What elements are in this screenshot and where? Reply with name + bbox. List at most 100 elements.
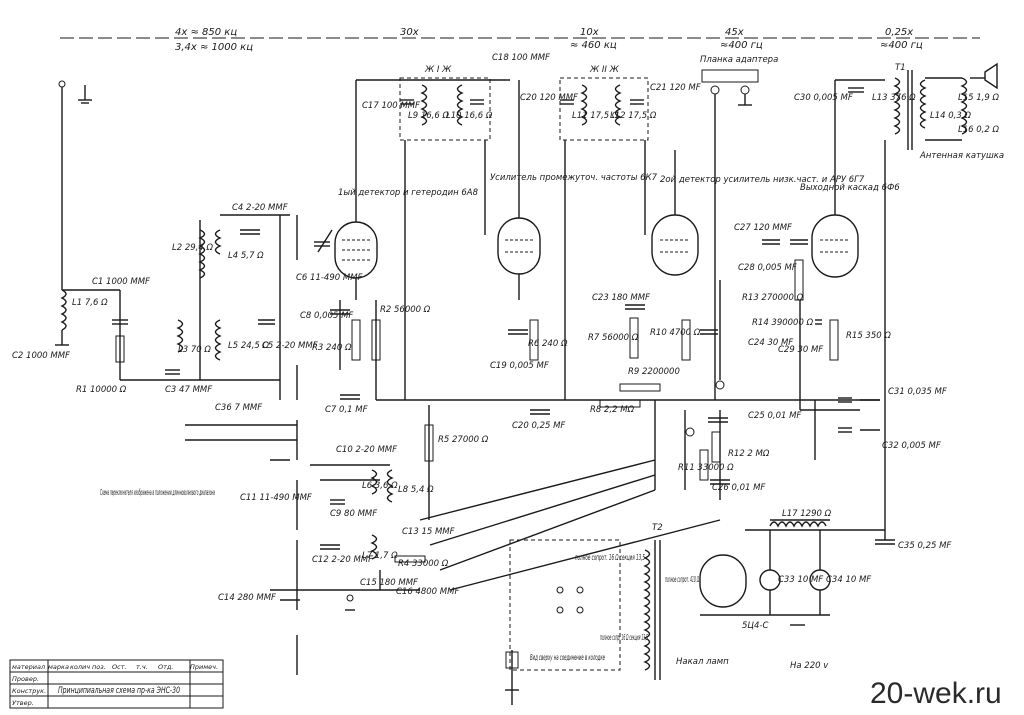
title-block-row-2: Утвер. (12, 699, 34, 707)
stage-if-label: 10x (580, 27, 599, 38)
tone-caps (814, 397, 880, 460)
tube-6f6-icon (811, 214, 859, 278)
resistor-r10-icon (681, 319, 691, 361)
title-block-col-2: колич (70, 663, 90, 671)
tube-6f6 (762, 80, 860, 411)
part-label-c29: C29 30 MF (778, 345, 823, 355)
part-label-c21: C21 120 MF (650, 83, 701, 93)
part-label-c34: C34 10 MF (826, 575, 871, 585)
tube-6a8-label: 1ый детектор и гетеродин 6А8 (338, 188, 479, 198)
part-label-r1: R1 10000 Ω (76, 385, 127, 395)
part-label-c8: C8 0,005 MF (300, 311, 353, 321)
resistor-r1-icon (115, 335, 125, 363)
part-label-c31: C31 0,035 MF (888, 387, 947, 397)
part-label-c18: C18 100 MMF (492, 53, 550, 63)
part-label-l12: L12 17,5 Ω (610, 111, 657, 121)
transformer-section-3: полное сопр. 16 Ω секция 13,5 (600, 633, 648, 642)
part-label-r11: R11 33000 Ω (678, 463, 734, 473)
part-label-r9: R9 2200000 (628, 367, 680, 377)
part-label-l15: L15 1,9 Ω (958, 93, 999, 103)
tube-6a8 (314, 79, 510, 400)
part-label-r2: R2 56000 Ω (380, 305, 431, 315)
switch-note: Схема переключателя изображена в положен… (100, 488, 215, 497)
transformer-section-2: полное сопрот. 410 Ω (665, 575, 699, 584)
part-label-cp0: C20 0,25 MF (512, 421, 565, 431)
stage-header: 4x ≈ 850 кц 3,4x ≈ 1000 кц 30x 10x ≈ 460… (60, 27, 980, 53)
title-block-row-0: Провер. (12, 675, 39, 683)
coil-l1-icon (60, 289, 67, 331)
coil-l6-icon (370, 469, 378, 495)
part-label-c5: C5 2-20 MMF (262, 341, 318, 351)
part-label-r3: R3 240 Ω (312, 343, 352, 353)
part-label-c2: C2 1000 MMF (12, 351, 70, 361)
coil-l10-icon (456, 84, 464, 126)
part-label-l2: L2 29,4 Ω (172, 243, 213, 253)
coil-l12-icon (614, 84, 622, 126)
variable-capacitor-c6-icon (317, 229, 333, 253)
coil-l11-icon (580, 84, 588, 126)
part-label-c28: C28 0,005 MF (738, 263, 797, 273)
drawing-title: Принципиальная схема пр-ка ЭНС-30 (58, 686, 180, 696)
part-label-c20: C20 120 MMF (520, 93, 578, 103)
ifc1-label: Ж I Ж (424, 65, 452, 75)
part-label-c27: C27 120 MMF (734, 223, 792, 233)
part-label-r6: R6 240 Ω (528, 339, 568, 349)
part-label-c24: C24 30 MF (748, 338, 793, 348)
part-label-c17: C17 100 MMF (362, 101, 420, 111)
stage-det2b-label: ≈400 гц (720, 40, 763, 51)
part-label-r12: R12 2 MΩ (728, 449, 770, 459)
part-label-l9: L9 16,6 Ω (408, 111, 449, 121)
part-label-c10: C10 2-20 MMF (336, 445, 397, 455)
stage-det-label: 30x (400, 27, 419, 38)
transformer-t1-label: T1 (895, 63, 906, 73)
tube-6k7 (497, 80, 550, 415)
part-label-c14: C14 280 MMF (218, 593, 276, 603)
tube-6f6-label: Выходной каскад 6Ф6 (800, 183, 900, 193)
part-label-c32: C32 0,005 MF (882, 441, 941, 451)
antenna-coil-label: Антенная катушка (919, 151, 1004, 161)
resistor-r3-icon (351, 319, 361, 361)
ifc2-label: Ж II Ж (589, 65, 620, 75)
part-label-l1: L1 7,6 Ω (72, 298, 108, 308)
site-watermark: 20-wek.ru (870, 677, 1002, 710)
coil-l7-icon (370, 534, 378, 560)
part-label-c9: C9 80 MMF (330, 509, 377, 519)
part-label-c1: C1 1000 MMF (92, 277, 150, 287)
resistor-r15-icon (829, 319, 839, 361)
lamp-note: Накал ламп (676, 657, 729, 667)
tube-6g7 (599, 150, 725, 408)
part-label-l7: L7 1,7 Ω (362, 551, 398, 561)
tube-6k7-icon (497, 217, 541, 275)
tube-6a8-icon (334, 221, 378, 279)
oscillator-section (270, 405, 434, 611)
if-transformer-2 (559, 77, 649, 400)
part-label-l11: L11 17,5 Ω (572, 111, 619, 121)
plank-label: Планка адаптера (700, 55, 778, 65)
part-label-r10: R10 4700 Ω (650, 328, 701, 338)
transformer-t2-label: T2 (652, 523, 663, 533)
resistor-r4-icon (394, 555, 426, 563)
coil-l13-icon (893, 77, 901, 135)
network-note: На 220 v (790, 661, 829, 671)
part-label-c12: C12 2-20 MMF (312, 555, 373, 565)
title-block-row-1: Конструк. (12, 687, 46, 695)
stage-rf-label: 4x ≈ 850 кц (175, 27, 237, 38)
part-label-l10: L10 16,6 Ω (446, 111, 493, 121)
antenna-terminal (58, 80, 66, 88)
coil-l5-icon (214, 319, 222, 361)
resistor-r9-icon (619, 383, 661, 392)
part-label-c4: C4 2-20 MMF (232, 203, 288, 213)
part-label-l5: L5 24,5 Ω (228, 341, 269, 351)
coil-l15-icon (960, 77, 968, 135)
part-label-l16: L16 0,2 Ω (958, 125, 999, 135)
part-label-l4: L4 5,7 Ω (228, 251, 264, 261)
rf-coils (120, 214, 290, 400)
part-label-c23: C23 180 MMF (592, 293, 650, 303)
part-label-c11: C11 11-490 MMF (240, 493, 312, 503)
part-label-l3: L3 70 Ω (178, 345, 211, 355)
part-label-c33: C33 10 MF (778, 575, 823, 585)
power-supply (505, 519, 895, 705)
part-labels: C1 1000 MMF C2 1000 MMF L1 7,6 Ω R1 10000 Ω… (12, 53, 999, 603)
